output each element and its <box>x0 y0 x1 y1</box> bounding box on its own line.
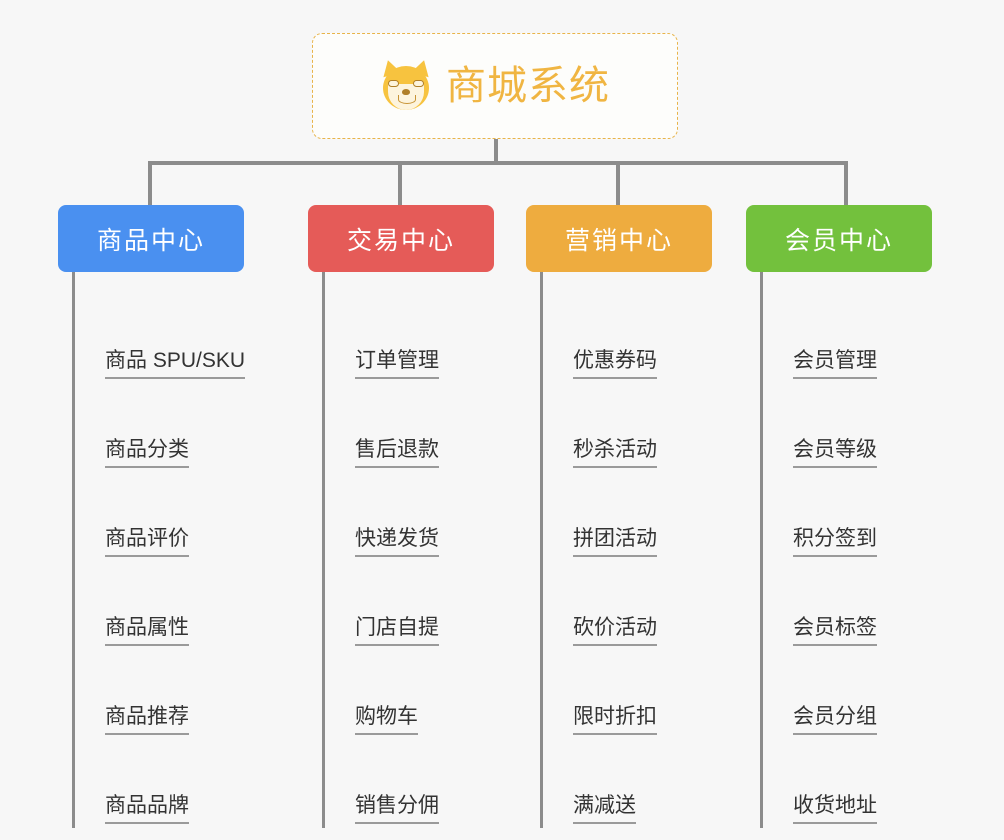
connector-drop-marketing-center <box>616 161 620 207</box>
leaf-item[interactable]: 商品 SPU/SKU <box>75 290 246 379</box>
leaf-item-label: 优惠券码 <box>573 349 657 379</box>
leaf-item-label: 会员分组 <box>793 705 877 735</box>
leaf-item-label: 门店自提 <box>355 616 439 646</box>
leaf-item-label: 收货地址 <box>793 794 877 824</box>
category-header-product-center[interactable]: 商品中心 <box>58 205 244 272</box>
category-header-trade-center[interactable]: 交易中心 <box>308 205 494 272</box>
leaf-item-label: 积分签到 <box>793 527 877 557</box>
leaf-item[interactable]: 会员等级 <box>763 379 932 468</box>
leaf-item[interactable]: 商品品牌 <box>75 735 244 824</box>
leaf-item-label: 砍价活动 <box>573 616 657 646</box>
leaf-item[interactable]: 会员管理 <box>763 290 932 379</box>
connector-drop-member-center <box>844 161 848 207</box>
leaf-item[interactable]: 销售分佣 <box>325 735 494 824</box>
branch-trade-center: 交易中心 订单管理 售后退款 快递发货 门店自提 购物车 销售分佣 <box>308 205 494 828</box>
leaf-item[interactable]: 快递发货 <box>325 468 494 557</box>
category-header-label: 营销中心 <box>564 226 673 255</box>
category-header-label: 交易中心 <box>346 226 455 255</box>
category-header-marketing-center[interactable]: 营销中心 <box>526 205 712 272</box>
leaf-item-label: 限时折扣 <box>573 705 657 735</box>
branch-member-center: 会员中心 会员管理 会员等级 积分签到 会员标签 会员分组 收货地址 <box>746 205 932 828</box>
leaf-item[interactable]: 商品推荐 <box>75 646 244 735</box>
leaf-item[interactable]: 商品分类 <box>75 379 244 468</box>
leaf-item-label: 订单管理 <box>355 349 439 379</box>
connector-drop-trade-center <box>398 161 402 207</box>
leaf-item[interactable]: 积分签到 <box>763 468 932 557</box>
leaf-item[interactable]: 砍价活动 <box>543 557 712 646</box>
category-header-label: 会员中心 <box>784 226 893 255</box>
root-node-mall-system[interactable]: 商城系统 <box>312 33 678 139</box>
connector-drop-product-center <box>148 161 152 207</box>
leaf-item[interactable]: 满减送 <box>543 735 712 824</box>
shiba-dog-face-icon <box>379 57 433 112</box>
leaf-item[interactable]: 商品属性 <box>75 557 244 646</box>
leaf-item[interactable]: 拼团活动 <box>543 468 712 557</box>
category-header-label: 商品中心 <box>96 226 205 255</box>
leaf-item-label: 会员等级 <box>793 438 877 468</box>
leaf-item[interactable]: 售后退款 <box>325 379 494 468</box>
leaf-list-trade-center: 订单管理 售后退款 快递发货 门店自提 购物车 销售分佣 <box>322 272 494 828</box>
leaf-item-label: 会员标签 <box>793 616 877 646</box>
leaf-item-label: 购物车 <box>355 705 418 735</box>
category-header-member-center[interactable]: 会员中心 <box>746 205 932 272</box>
leaf-item-label: 商品推荐 <box>105 705 189 735</box>
leaf-item[interactable]: 购物车 <box>325 646 494 735</box>
branch-product-center: 商品中心 商品 SPU/SKU 商品分类 商品评价 商品属性 商品推荐 商品品牌 <box>58 205 246 828</box>
leaf-item[interactable]: 商品评价 <box>75 468 244 557</box>
leaf-item[interactable]: 会员分组 <box>763 646 932 735</box>
leaf-list-member-center: 会员管理 会员等级 积分签到 会员标签 会员分组 收货地址 <box>760 272 932 828</box>
leaf-item[interactable]: 秒杀活动 <box>543 379 712 468</box>
connector-root-stem <box>494 139 498 164</box>
leaf-list-product-center: 商品 SPU/SKU 商品分类 商品评价 商品属性 商品推荐 商品品牌 <box>72 272 246 828</box>
leaf-item[interactable]: 订单管理 <box>325 290 494 379</box>
leaf-list-marketing-center: 优惠券码 秒杀活动 拼团活动 砍价活动 限时折扣 满减送 <box>540 272 712 828</box>
leaf-item-label: 商品 SPU/SKU <box>105 349 246 379</box>
leaf-item-label: 销售分佣 <box>355 794 439 824</box>
leaf-item[interactable]: 门店自提 <box>325 557 494 646</box>
leaf-item-label: 商品属性 <box>105 616 189 646</box>
leaf-item[interactable]: 优惠券码 <box>543 290 712 379</box>
branch-marketing-center: 营销中心 优惠券码 秒杀活动 拼团活动 砍价活动 限时折扣 满减送 <box>526 205 712 828</box>
leaf-item-label: 商品分类 <box>105 438 189 468</box>
leaf-item-label: 商品评价 <box>105 527 189 557</box>
leaf-item-label: 拼团活动 <box>573 527 657 557</box>
leaf-item-label: 会员管理 <box>793 349 877 379</box>
leaf-item-label: 商品品牌 <box>105 794 189 824</box>
connector-horizontal-bus <box>148 161 848 165</box>
leaf-item[interactable]: 限时折扣 <box>543 646 712 735</box>
root-node-title: 商城系统 <box>446 64 610 108</box>
leaf-item-label: 秒杀活动 <box>573 438 657 468</box>
leaf-item[interactable]: 收货地址 <box>763 735 932 824</box>
leaf-item-label: 快递发货 <box>355 527 439 557</box>
leaf-item-label: 满减送 <box>573 794 636 824</box>
leaf-item[interactable]: 会员标签 <box>763 557 932 646</box>
leaf-item-label: 售后退款 <box>355 438 439 468</box>
